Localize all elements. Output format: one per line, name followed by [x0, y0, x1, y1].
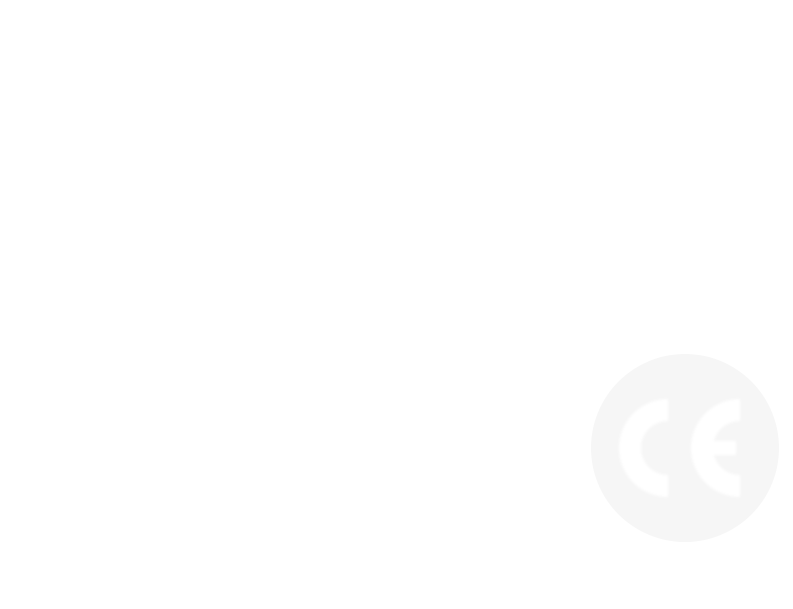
ce-mark-icon	[591, 354, 779, 542]
ce-mark-badge	[590, 352, 780, 544]
letter-c-shape	[619, 399, 669, 497]
